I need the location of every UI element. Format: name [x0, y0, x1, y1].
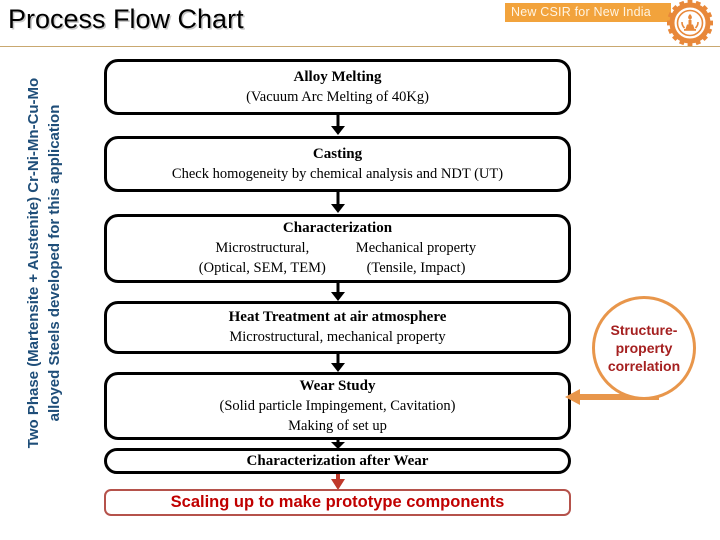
- flow-box-characterization-after-wear[interactable]: Characterization after Wear: [104, 448, 571, 474]
- callout-structure-property-correlation[interactable]: Structure- property correlation: [592, 296, 696, 400]
- callout-line-3: correlation: [607, 358, 681, 374]
- connector-arrow-3: [330, 283, 346, 302]
- flow-box-title: Scaling up to make prototype components: [170, 493, 505, 511]
- flow-box-subtitle-line-2: Making of set up: [288, 417, 387, 434]
- flow-box-subtitle: Microstructural, mechanical property: [229, 329, 446, 345]
- char-right-line-2: (Tensile, Impact): [366, 260, 466, 276]
- flow-box-title: Alloy Melting: [293, 68, 382, 85]
- connector-arrow-1: [330, 115, 346, 136]
- flow-box-alloy-melting[interactable]: Alloy Melting (Vacuum Arc Melting of 40K…: [104, 59, 571, 115]
- char-left-line-1: Microstructural,: [215, 240, 310, 256]
- flow-box-title: Characterization after Wear: [246, 452, 429, 469]
- csir-banner-label: New CSIR for New India: [511, 5, 651, 19]
- flow-box-subtitle: (Vacuum Arc Melting of 40Kg): [246, 88, 429, 105]
- char-right-line-1: Mechanical property: [355, 240, 477, 256]
- flow-box-scaling-up[interactable]: Scaling up to make prototype components: [104, 489, 571, 516]
- flow-box-casting[interactable]: Casting Check homogeneity by chemical an…: [104, 136, 571, 192]
- page-title: Process Flow Chart: [8, 4, 244, 34]
- connector-arrow-2: [330, 192, 346, 214]
- flow-box-characterization[interactable]: Characterization Microstructural, (Optic…: [104, 214, 571, 283]
- page-header: Process Flow Chart New CSIR for New Indi…: [0, 0, 720, 48]
- callout-line-1: Structure-: [610, 322, 678, 338]
- flow-box-heat-treatment[interactable]: Heat Treatment at air atmosphere Microst…: [104, 301, 571, 354]
- callout-line-2: property: [615, 340, 673, 356]
- flow-box-title: Characterization: [282, 220, 393, 236]
- flow-box-title: Casting: [312, 145, 363, 162]
- csir-banner: New CSIR for New India: [505, 3, 671, 22]
- connector-arrow-5: [330, 440, 346, 450]
- connector-arrow-4: [330, 354, 346, 373]
- flow-box-subtitle: Check homogeneity by chemical analysis a…: [171, 165, 504, 182]
- header-divider: [0, 46, 720, 47]
- char-left-line-2: (Optical, SEM, TEM): [198, 260, 326, 276]
- flow-box-title: Heat Treatment at air atmosphere: [228, 309, 447, 325]
- csir-gear-logo-icon: [664, 0, 716, 46]
- flow-box-subtitle-line-1: (Solid particle Impingement, Cavitation): [219, 397, 456, 414]
- connector-arrow-6-red: [330, 474, 346, 491]
- characterization-column-left: Microstructural, (Optical, SEM, TEM): [199, 238, 326, 278]
- characterization-column-right: Mechanical property (Tensile, Impact): [356, 238, 476, 278]
- flow-box-wear-study[interactable]: Wear Study (Solid particle Impingement, …: [104, 372, 571, 440]
- flow-box-title: Wear Study: [299, 377, 376, 394]
